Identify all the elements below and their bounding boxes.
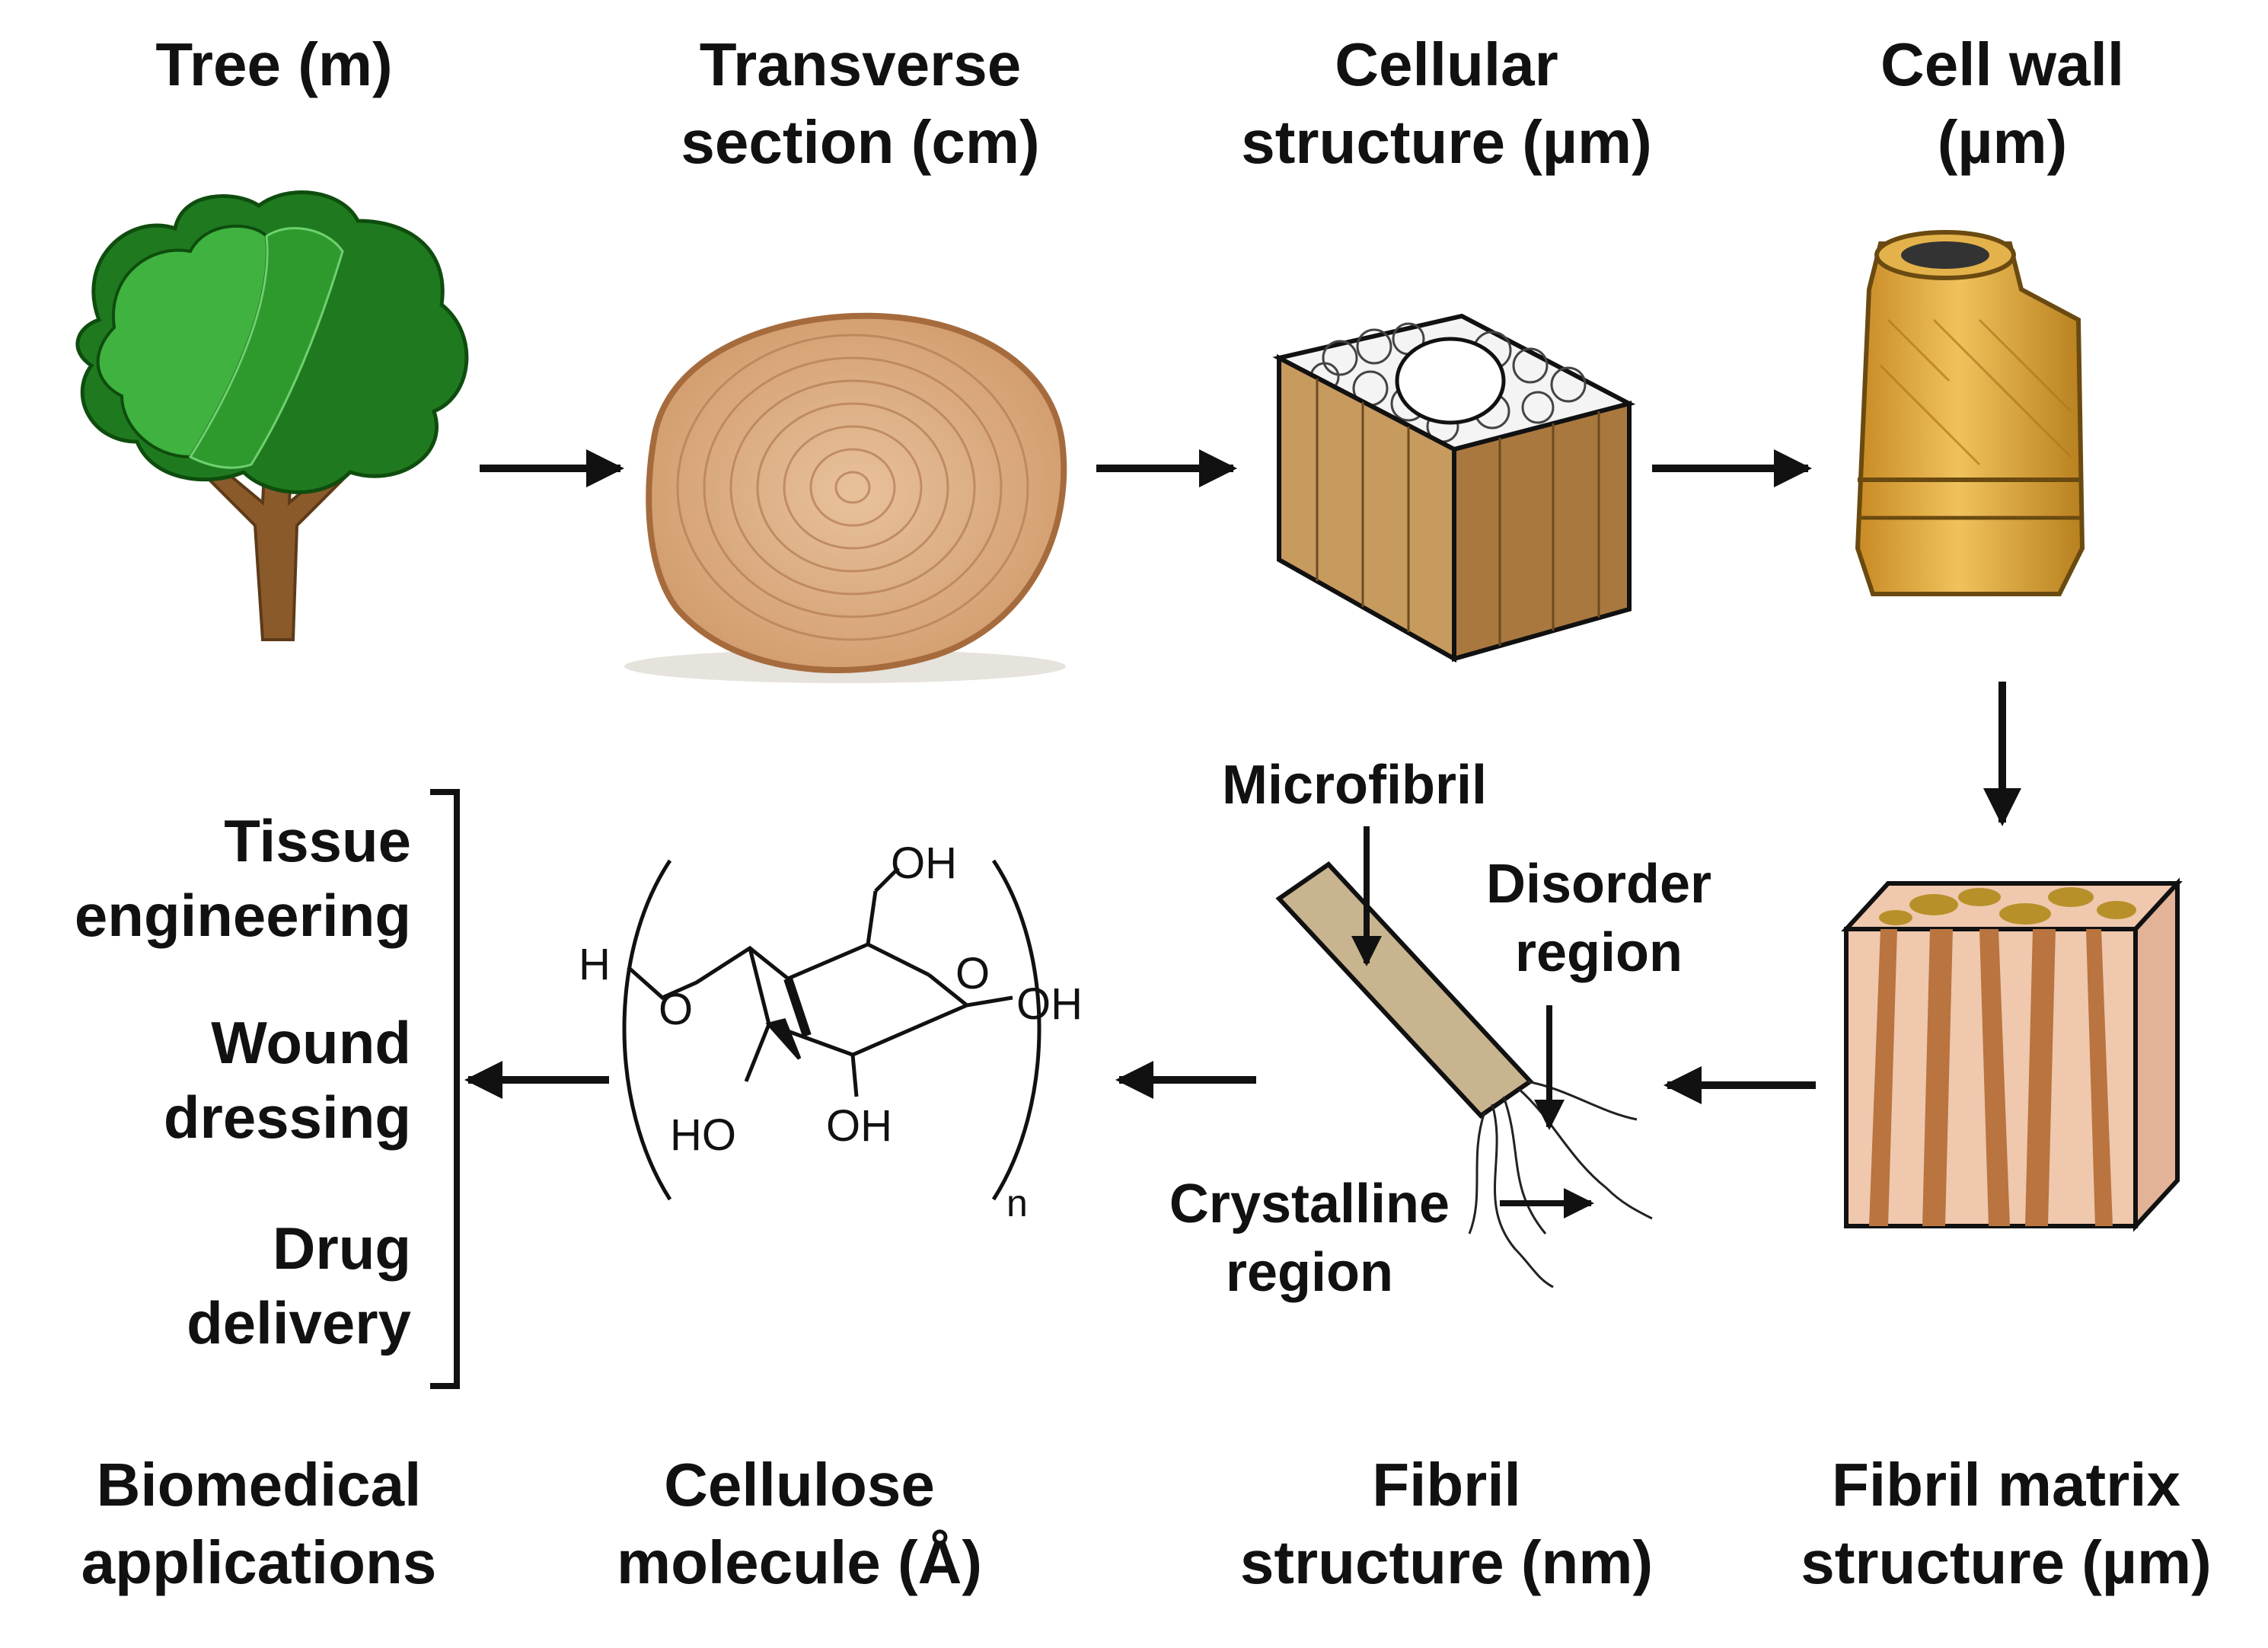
- stage-title-cellular: Cellular structure (µm): [1180, 34, 1713, 173]
- stage-title-line: Tree (m): [155, 30, 393, 98]
- stage-title-line: Cellular: [1335, 30, 1558, 98]
- application-line: engineering: [74, 882, 411, 949]
- annotation-pointers: [1351, 826, 1594, 1218]
- flow-arrows: [464, 449, 2021, 1104]
- stage-title-cellwall: Cell wall (µm): [1766, 34, 2238, 173]
- stage-title-line: applications: [81, 1528, 437, 1596]
- molecule-o-ring: O: [955, 949, 990, 998]
- stage-title-transverse: Transverse section (cm): [594, 34, 1127, 173]
- application-line: Wound: [211, 1009, 411, 1076]
- molecule-oh-right: OH: [1016, 979, 1083, 1029]
- stage-title-line: molecule (Å): [616, 1528, 983, 1596]
- stage-title-line: Cellulose: [664, 1451, 935, 1519]
- application-line: dressing: [163, 1084, 411, 1151]
- application-line: Tissue: [224, 807, 411, 874]
- stage-title-line: structure (nm): [1239, 1528, 1654, 1596]
- stage-title-line: Fibril matrix: [1832, 1451, 2180, 1519]
- log-slice-illustration: [624, 312, 1067, 683]
- label-line: Crystalline: [1169, 1174, 1450, 1234]
- stage-title-line: (µm): [1937, 108, 2068, 176]
- label-line: region: [1514, 922, 1683, 983]
- application-item: Wound dressing: [15, 1013, 411, 1147]
- stage-title-line: section (cm): [681, 108, 1040, 176]
- cellulose-molecule-illustration: [622, 859, 1041, 1201]
- stage-title-line: Fibril: [1372, 1451, 1521, 1519]
- applications-bracket: [430, 789, 460, 1389]
- stage-title-fibril: Fibril structure (nm): [1180, 1455, 1713, 1593]
- tree-illustration: [75, 190, 469, 641]
- application-line: delivery: [187, 1289, 411, 1356]
- cellular-block-illustration: [1272, 313, 1636, 663]
- molecule-oh-bottom: OH: [826, 1101, 892, 1151]
- fibril-illustration: [1275, 861, 1653, 1289]
- stage-title-line: Transverse: [699, 30, 1022, 98]
- stage-title-line: Biomedical: [96, 1451, 422, 1519]
- stage-title-fibril-matrix: Fibril matrix structure (µm): [1743, 1455, 2268, 1593]
- fibril-matrix-illustration: [1841, 877, 2183, 1232]
- cell-wall-illustration: [1855, 230, 2085, 596]
- molecule-h: H: [579, 940, 611, 989]
- molecule-n-subscript: n: [1006, 1182, 1028, 1225]
- disorder-region-label: Disorder region: [1454, 857, 1743, 980]
- crystalline-region-label: Crystalline region: [1134, 1177, 1485, 1300]
- molecule-oh-top: OH: [891, 838, 957, 888]
- application-line: Drug: [273, 1215, 411, 1282]
- application-item: Drug delivery: [15, 1218, 411, 1353]
- stage-title-line: structure (µm): [1241, 108, 1652, 176]
- molecule-ho-left: HO: [670, 1110, 736, 1160]
- stage-title-tree: Tree (m): [61, 34, 487, 95]
- microfibril-label: Microfibril: [1222, 755, 1488, 816]
- stage-title-cellulose: Cellulose molecule (Å): [548, 1455, 1051, 1593]
- stage-title-line: Cell wall: [1880, 30, 2125, 98]
- label-line: region: [1225, 1242, 1393, 1303]
- application-item: Tissue engineering: [15, 811, 411, 945]
- stage-title-line: structure (µm): [1801, 1528, 2212, 1596]
- stage-title-biomedical: Biomedical applications: [30, 1455, 487, 1593]
- molecule-o-link: O: [659, 985, 694, 1034]
- label-line: Disorder: [1485, 854, 1712, 915]
